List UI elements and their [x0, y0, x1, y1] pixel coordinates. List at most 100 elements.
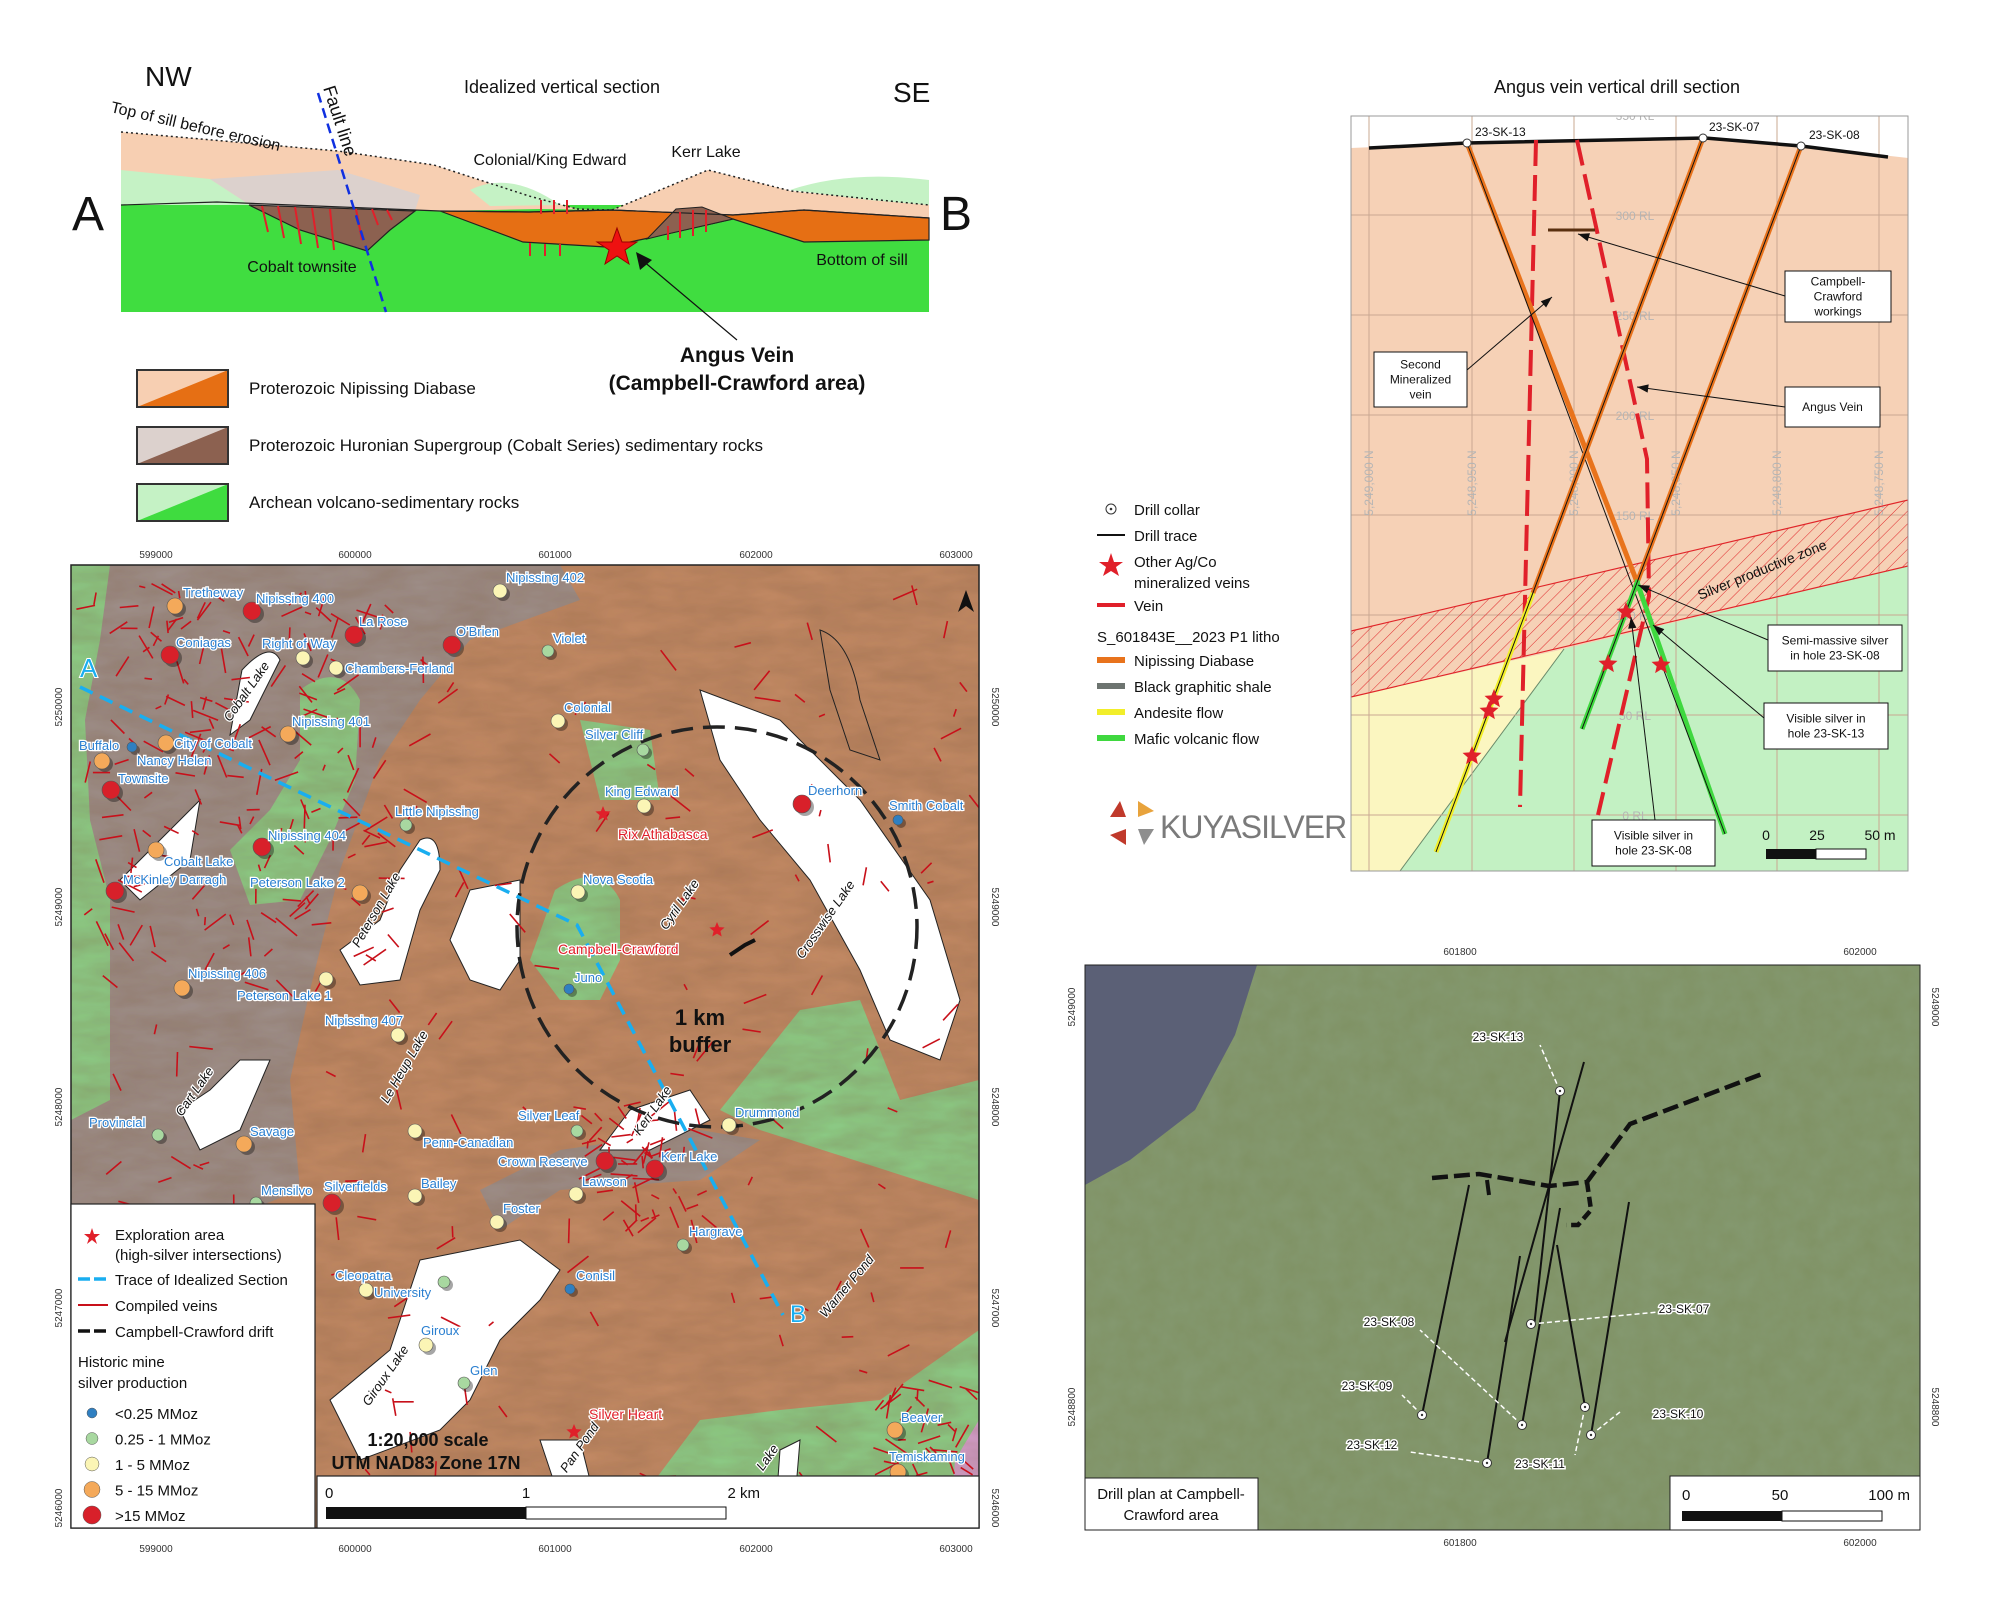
vein-segment — [289, 818, 294, 830]
vein-segment — [274, 771, 299, 781]
one-km-buffer-circle — [515, 725, 919, 1129]
vein-segment — [377, 832, 396, 848]
drift-mark — [728, 938, 756, 957]
vein-segment — [208, 718, 215, 730]
vein-segment — [371, 737, 377, 748]
vein-segment — [688, 896, 696, 900]
hole-leader — [1409, 1451, 1488, 1464]
section-end-a: A — [72, 188, 104, 241]
mine-label: Peterson Lake 1 — [237, 988, 332, 1003]
vein-segment — [363, 816, 388, 832]
vein-segment — [959, 1457, 974, 1470]
mine-marker-icon — [645, 1159, 665, 1179]
vein-segment — [184, 731, 212, 744]
vein-segment — [338, 816, 358, 819]
callout-text: Angus Vein — [1802, 400, 1863, 414]
drill-collar-icon — [1462, 138, 1472, 148]
callout-text: Campbell- — [1811, 275, 1866, 289]
legend-swatch-frame — [136, 483, 229, 522]
mine-label: Crown Reserve — [498, 1154, 588, 1169]
rl-label: 150 RL — [1616, 509, 1655, 523]
vein-segment — [942, 1003, 959, 1021]
vein-segment — [93, 592, 97, 605]
vein-segment — [294, 908, 311, 920]
vein-segment — [288, 627, 291, 646]
mine-label: Nipissing 407 — [325, 1013, 403, 1028]
vein-segment — [810, 975, 824, 996]
vein-segment — [301, 673, 316, 683]
vein-segment — [641, 1156, 644, 1169]
y-tick-label: 5247000 — [54, 1288, 65, 1327]
section-veins — [261, 200, 707, 256]
vein-segment — [379, 614, 384, 630]
buffer-label-2: buffer — [669, 1032, 732, 1057]
trace-label-b: B — [790, 1301, 806, 1328]
callout-text: Crawford — [1814, 290, 1863, 304]
callout-box — [1784, 270, 1892, 323]
mine-marker-icon — [595, 1151, 615, 1171]
map-scalebar: 0 1 2 km — [316, 1475, 980, 1529]
vein-segment — [325, 1070, 336, 1078]
y-tick-label: 5248000 — [989, 1088, 1000, 1127]
x-tick-label: 601000 — [538, 1544, 572, 1555]
plan-hole-label: 23-SK-08 — [1364, 1315, 1415, 1329]
plan-x-tick: 602000 — [1843, 947, 1877, 958]
vein-segment — [331, 1269, 348, 1276]
callout-leader — [1466, 296, 1553, 371]
vein-segment — [858, 1369, 868, 1374]
vein-segment — [647, 1119, 659, 1122]
mine-label: Cobalt Lake — [164, 854, 233, 869]
vein-segment — [304, 611, 312, 616]
vein-segment — [887, 1107, 898, 1113]
mine-marker-icon — [886, 1421, 904, 1439]
production-class-icon — [86, 1407, 98, 1419]
vein-segment — [937, 1421, 952, 1426]
callout-text: Mineralized — [1390, 373, 1451, 387]
vein-segment — [835, 1280, 842, 1291]
legend-swatch-dark — [137, 484, 228, 521]
vein-segment — [293, 844, 305, 855]
mine-label: Colonial — [564, 700, 611, 715]
scalebar-label-2: 2 km — [727, 1485, 760, 1502]
vein-segment — [288, 592, 303, 606]
production-class-label: 5 - 15 MMoz — [115, 1483, 198, 1500]
vein-segment — [151, 582, 173, 596]
mine-marker-icon — [358, 1282, 374, 1298]
mine-marker-icon — [437, 1275, 451, 1289]
vein-segment — [451, 1226, 454, 1238]
legend-other-veins: Other Ag/Co — [1134, 554, 1217, 571]
hole-label: 23-SK-07 — [1709, 120, 1760, 134]
mine-marker-icon — [489, 1214, 505, 1230]
vein-segment — [365, 954, 377, 962]
legend-exploration-sub: (high-silver intersections) — [115, 1247, 282, 1264]
mine-label: La Rose — [359, 614, 407, 629]
mine-marker-icon — [105, 881, 125, 901]
vein-segment — [180, 620, 192, 630]
vein-segment — [143, 740, 164, 753]
mine-marker-icon — [636, 743, 650, 757]
vein-segment — [383, 804, 394, 819]
vein-segment — [213, 593, 225, 602]
mine-marker-icon — [151, 1128, 165, 1142]
mine-label: Hargrave — [689, 1224, 742, 1239]
plan-title-box: Drill plan at Campbell- Crawford area — [1085, 1477, 1259, 1530]
vein-segment — [218, 744, 235, 752]
vein-segment — [199, 696, 213, 703]
exploration-label: Silver Heart — [589, 1406, 662, 1422]
callout-leader — [1636, 386, 1786, 408]
vein-segment — [911, 1463, 919, 1476]
legend-swatch-dark — [137, 370, 228, 407]
campbell-crawford-drift — [1431, 1071, 1763, 1189]
mine-label: Savage — [250, 1124, 294, 1139]
production-class-icon — [85, 1432, 99, 1445]
vein-segment — [149, 925, 156, 948]
kerr-lake-label: Kerr Lake — [671, 144, 740, 161]
y-tick-label: 5246000 — [989, 1489, 1000, 1528]
mine-label: Nova Scotia — [583, 872, 654, 887]
vein-segment — [387, 1314, 411, 1319]
production-class-label: >15 MMoz — [115, 1508, 185, 1525]
vein-segment — [626, 1138, 634, 1144]
vein-segment — [650, 1101, 670, 1117]
